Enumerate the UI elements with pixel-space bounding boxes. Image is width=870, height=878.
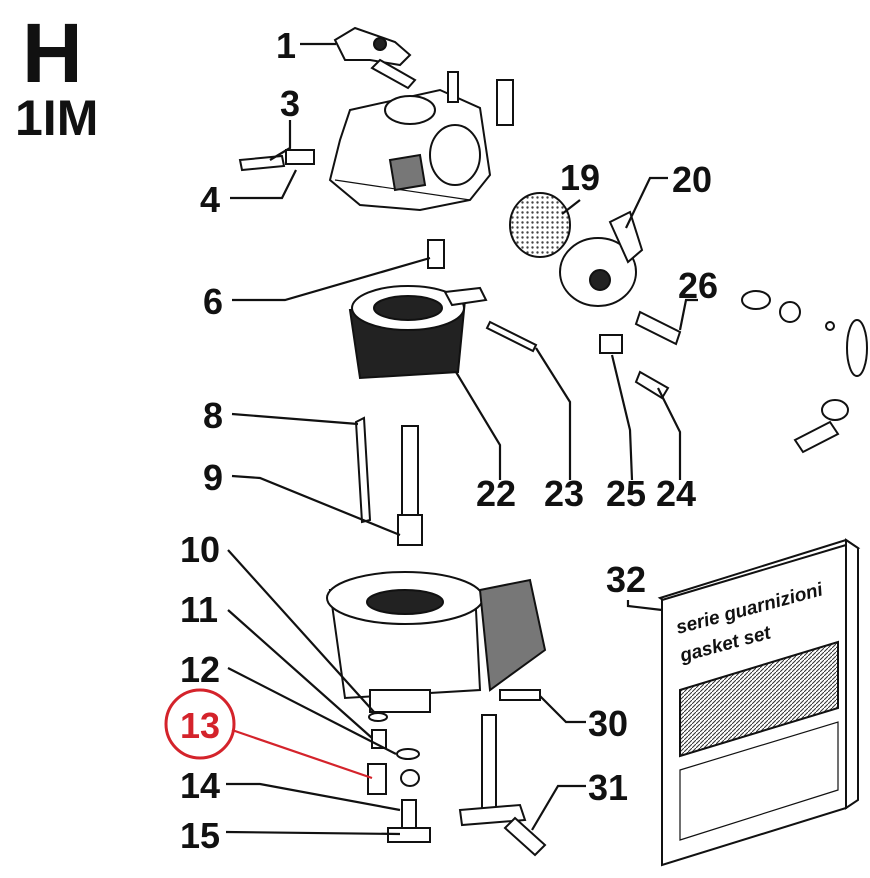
callout-15: 15: [180, 815, 220, 856]
callout-20: 20: [672, 159, 712, 200]
part-1-throttle-lever: [333, 26, 417, 90]
callout-32: 32: [606, 559, 646, 600]
carburettor-bowl: [326, 571, 547, 713]
part-24-screw: [634, 370, 670, 400]
callout-23: 23: [544, 473, 584, 514]
part-30-spring: [499, 689, 541, 701]
part-19-filter: [509, 192, 571, 258]
callout-25: 25: [606, 473, 646, 514]
part-32-gasket-set: serie guarnizioni gasket set: [657, 538, 861, 867]
callout-13: 13: [180, 705, 220, 746]
part-8-needle: [354, 416, 372, 524]
callout-22: 22: [476, 473, 516, 514]
highlight-circle-13: [164, 688, 236, 760]
model-code: 1IM: [15, 90, 98, 146]
callout-4: 4: [200, 179, 220, 220]
callout-6: 6: [203, 281, 223, 322]
callout-11: 11: [180, 589, 218, 630]
callout-19: 19: [560, 157, 600, 198]
part-31-choke-lever: [458, 714, 547, 857]
part-9-tube: [397, 425, 423, 546]
part-6-jet: [427, 239, 445, 269]
callout-26: 26: [678, 265, 718, 306]
callout-31: 31: [588, 767, 628, 808]
callout-24: 24: [656, 473, 696, 514]
part-13-plug: [367, 763, 387, 795]
part-15-fuel-tap: [387, 799, 431, 843]
part-22-float: [348, 285, 488, 380]
leader-lines: [225, 42, 698, 836]
part-26-bolt: [634, 310, 682, 346]
part-10-washer: [368, 712, 388, 722]
part-14-nut: [400, 769, 420, 787]
part-12-washer: [396, 748, 420, 760]
callout-8: 8: [203, 395, 223, 436]
callout-9: 9: [203, 457, 223, 498]
callout-12: 12: [180, 649, 220, 690]
part-25-spring: [599, 334, 623, 354]
section-letter: H: [22, 6, 83, 100]
callout-labels: 1 3 4 6 8 9 10 11 12 13 14 15 19 20 22 2…: [180, 25, 718, 856]
carburettor-top-cover: [328, 71, 514, 212]
callout-30: 30: [588, 703, 628, 744]
part-23-float-pin: [485, 320, 538, 353]
part-3-4-screw-spring: [238, 149, 315, 172]
part-20-banjo: [559, 210, 644, 307]
callout-1: 1: [276, 25, 296, 66]
callout-10: 10: [180, 529, 220, 570]
idle-mixture-parts: [741, 290, 868, 454]
callout-3: 3: [280, 83, 300, 124]
callout-14: 14: [180, 765, 220, 806]
